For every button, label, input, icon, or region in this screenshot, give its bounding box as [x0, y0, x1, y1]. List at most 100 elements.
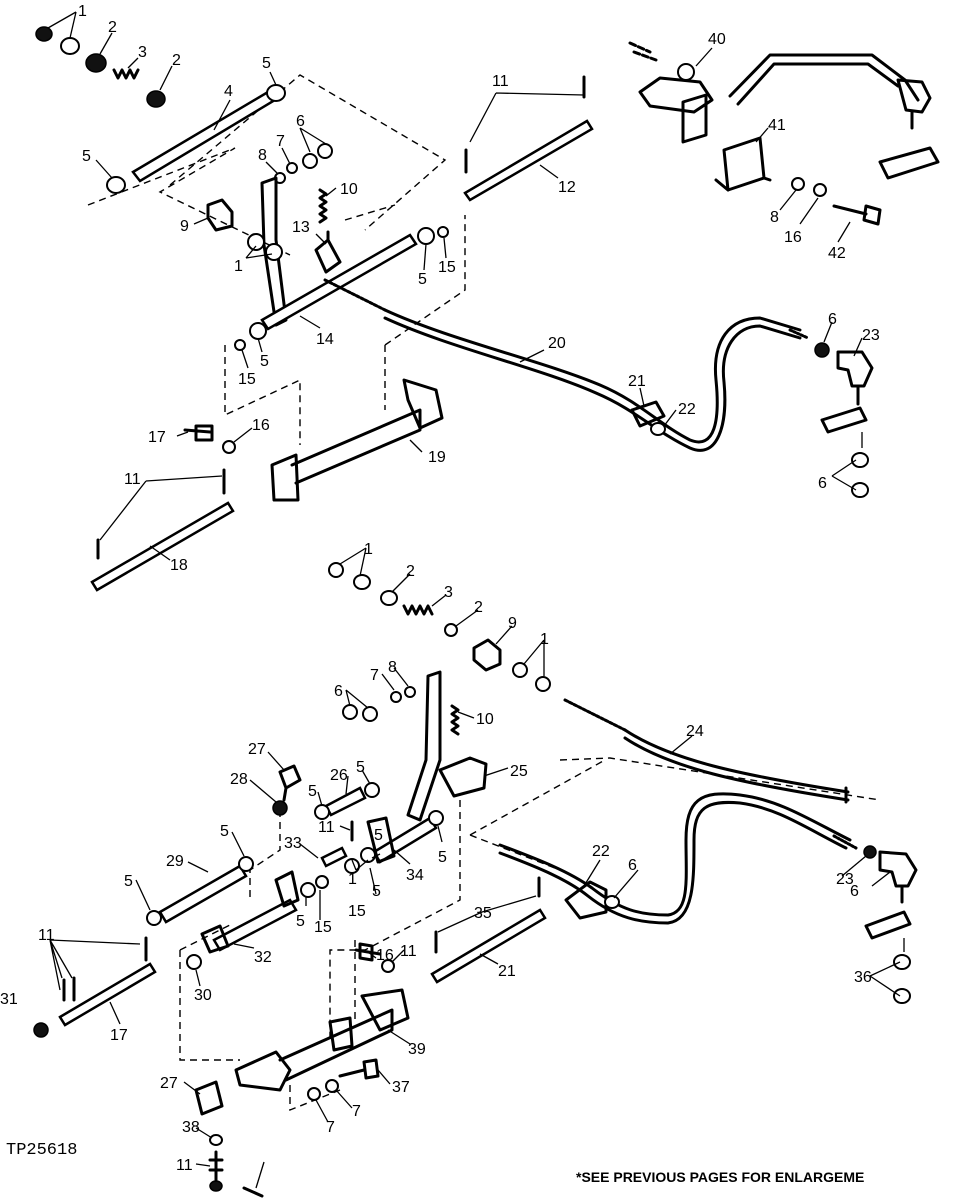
callout-a17: 14: [316, 331, 334, 348]
callout-b33: 30: [194, 987, 212, 1004]
bracket-19: [270, 378, 444, 502]
tube-40: [728, 53, 920, 102]
callout-a5: 4: [224, 83, 233, 100]
bushing-1: [60, 37, 80, 55]
nut-28: [272, 800, 288, 816]
bracket-25: [438, 756, 488, 798]
callout-b26: 29: [166, 853, 184, 870]
nut-6a: [302, 153, 318, 169]
plate-under-23: [820, 406, 868, 434]
collar-32: [200, 924, 230, 954]
callout-b6: 1: [540, 631, 549, 648]
callout-b45: 39: [408, 1041, 426, 1058]
lower-assembly: [33, 562, 918, 1198]
elbow-23: [836, 350, 874, 388]
washer-2: [85, 53, 107, 73]
callout-b12: 27: [248, 741, 266, 758]
callout-b35: 17: [110, 1027, 128, 1044]
bushing-5c: [417, 227, 435, 245]
washer-7d: [209, 1134, 223, 1146]
callout-b34: 31: [0, 991, 18, 1008]
cable-24: [623, 728, 850, 794]
callout-b41: 6: [628, 857, 637, 874]
callout-b49: 7: [326, 1119, 335, 1136]
washer-2d: [444, 623, 458, 637]
callout-b30: 32: [254, 949, 272, 966]
cable-20: [383, 308, 802, 444]
callout-a11: 10: [340, 181, 358, 198]
plate-39: [194, 1080, 224, 1116]
bolt-42: [832, 204, 882, 226]
elbow-23b: [878, 850, 918, 888]
callout-b18: 11: [318, 819, 335, 836]
plate-flat: [878, 146, 940, 180]
rod-35: [430, 908, 547, 984]
nut-6c: [814, 342, 830, 358]
clip-15b: [234, 339, 246, 351]
bolt-27b: [338, 1058, 380, 1080]
arm-32: [274, 870, 300, 908]
nut-6e: [851, 482, 869, 498]
nut-6g: [362, 706, 378, 722]
nut-30: [33, 1022, 49, 1038]
callout-a12: 9: [180, 218, 189, 235]
rod-31: [58, 962, 157, 1027]
nut-1d: [512, 662, 528, 678]
bracket-13: [314, 230, 342, 274]
callout-b2: 2: [406, 563, 415, 580]
bushing-1a: [247, 233, 265, 251]
upper-assembly: [35, 26, 940, 592]
plate-under-23b: [864, 910, 912, 940]
callout-a26: 17: [148, 429, 166, 446]
callout-a14: 1: [234, 258, 243, 275]
nut-6d: [851, 452, 869, 468]
callout-b21: 1: [348, 871, 357, 888]
washer-2b: [146, 90, 166, 108]
callout-b19: 5: [374, 827, 383, 844]
callout-b4: 2: [474, 599, 483, 616]
washer-37: [325, 1079, 339, 1093]
callout-a31: 23: [862, 327, 880, 344]
callout-b10: 10: [476, 711, 494, 728]
nut-38: [209, 1180, 223, 1192]
callout-b25: 5: [438, 849, 447, 866]
spring-3b: [402, 604, 434, 616]
bushing-5e: [314, 804, 330, 820]
lockwasher-8b: [791, 177, 805, 191]
callout-a24: 22: [678, 401, 696, 418]
washer-16c: [381, 959, 395, 973]
callout-a23: 21: [628, 373, 646, 390]
callout-b48: 7: [352, 1103, 361, 1120]
clamp-21b: [564, 880, 608, 920]
washer-7: [286, 162, 298, 174]
callout-b39: 21: [498, 963, 516, 980]
callout-a35: 8: [770, 209, 779, 226]
callout-b23: 15: [348, 903, 366, 920]
callout-labels: 1 2 3 2 4 5 5 8 7 6 10 9 13 1 5 15 14 5 …: [0, 3, 880, 1174]
callout-b50: 38: [182, 1119, 200, 1136]
callout-b37: 11: [400, 943, 417, 960]
callout-b14: 26: [330, 767, 348, 784]
bolt-38: [208, 1150, 224, 1182]
callout-b46: 27: [160, 1075, 178, 1092]
washer-16: [222, 440, 236, 454]
leader-lines: [47, 11, 901, 1189]
bushing-5k: [300, 882, 316, 898]
cable-lower-tip: [832, 834, 858, 850]
shaft-14: [260, 233, 418, 331]
callout-b15: 5: [308, 783, 317, 800]
rod-12: [463, 119, 594, 202]
callout-a6: 5: [262, 55, 271, 72]
nut-6j: [893, 988, 911, 1004]
arm-34: [366, 816, 396, 864]
callout-a18: 5: [260, 353, 269, 370]
arrow-indicator: [628, 41, 658, 62]
callout-b43: 6: [850, 883, 859, 900]
cable-threaded-tip: [788, 328, 810, 340]
elbow-40: [896, 78, 932, 130]
spring-3: [112, 68, 140, 80]
callout-a15: 5: [418, 271, 427, 288]
callout-b31: 5: [296, 913, 305, 930]
washer-7b: [390, 691, 402, 703]
bushing-5j: [146, 910, 162, 926]
